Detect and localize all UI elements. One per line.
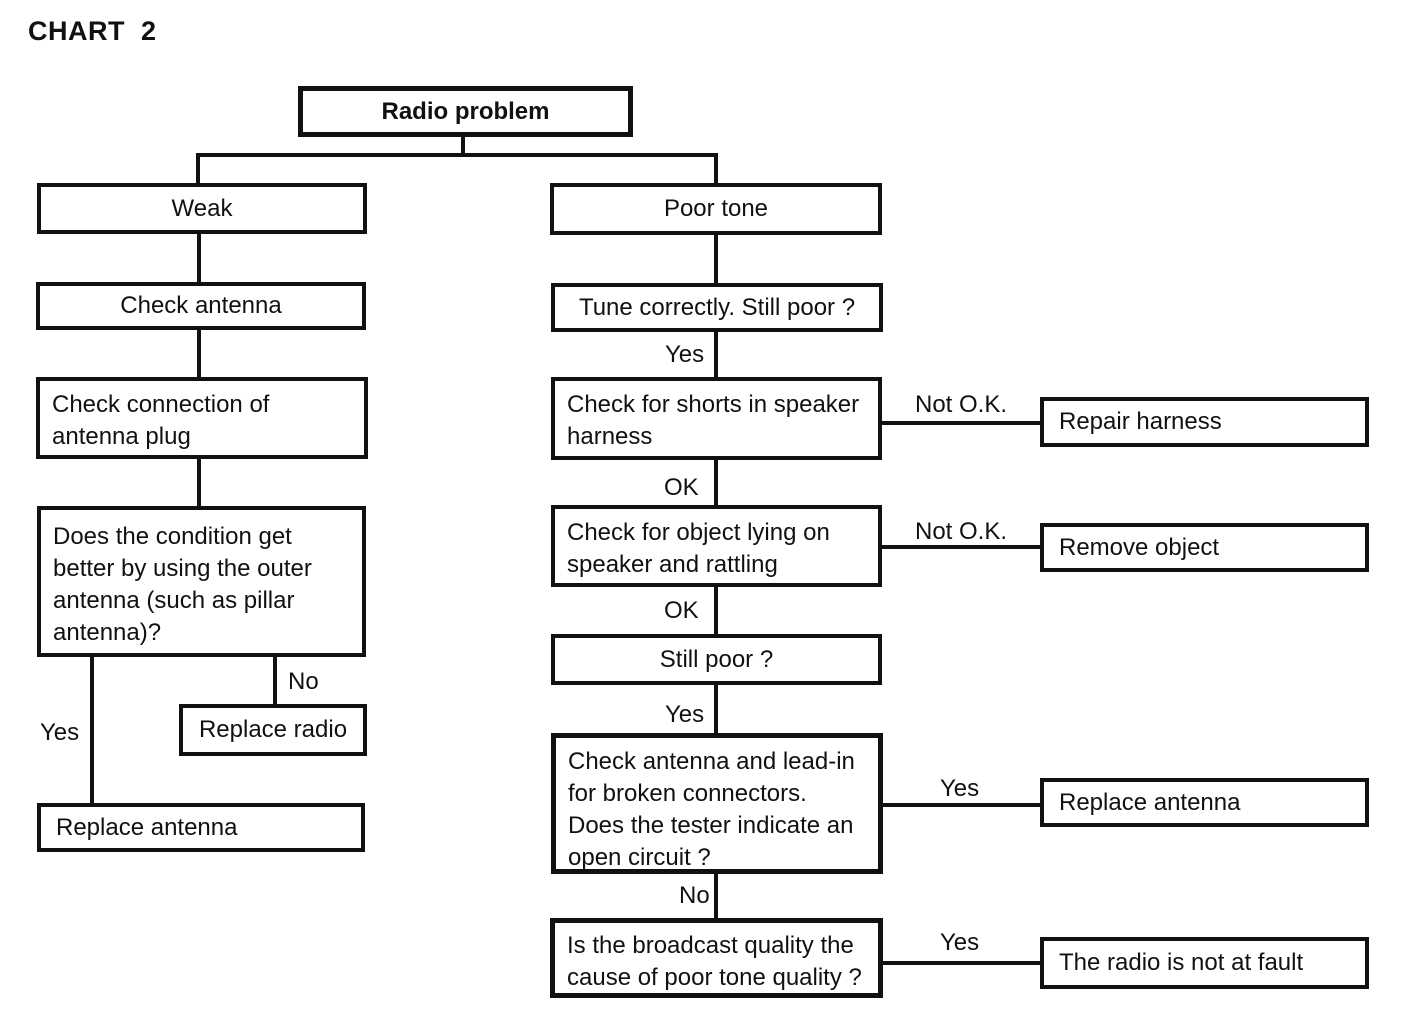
edge-label-lead-in-yes: Yes <box>940 775 980 802</box>
node-check-shorts: Check for shorts in speaker harness <box>551 377 882 460</box>
connector-object-ok <box>714 586 718 636</box>
node-remove-object: Remove object <box>1040 523 1369 572</box>
node-outer-antenna-question: Does the condition get better by using t… <box>37 506 366 657</box>
connector-question-yes <box>90 655 94 805</box>
node-replace-radio: Replace radio <box>179 704 367 756</box>
node-check-antenna: Check antenna <box>36 282 366 330</box>
connector-object-not-ok <box>881 545 1040 549</box>
connector-check-antenna-to-connection <box>197 329 201 379</box>
connector-poor-tone-to-tune <box>714 234 718 285</box>
node-radio-problem: Radio problem <box>298 86 633 137</box>
edge-label-object-ok: OK <box>664 597 699 624</box>
node-check-lead-in: Check antenna and lead-in for broken con… <box>551 733 883 874</box>
edge-label-still-poor-yes: Yes <box>665 701 705 728</box>
edge-label-tune-yes: Yes <box>665 341 705 368</box>
edge-label-shorts-not-ok: Not O.K. <box>915 391 1008 418</box>
node-tune-correctly: Tune correctly. Still poor ? <box>551 283 883 332</box>
connector-weak-to-check-antenna <box>197 233 201 284</box>
node-broadcast-quality: Is the broadcast quality the cause of po… <box>550 918 883 998</box>
chart-title: CHART 2 <box>28 16 157 46</box>
connector-tune-yes <box>714 331 718 379</box>
connector-branch-horizontal <box>196 153 718 157</box>
connector-broadcast-yes <box>882 961 1040 965</box>
node-repair-harness: Repair harness <box>1040 397 1369 447</box>
connector-connection-to-question <box>197 458 201 508</box>
connector-branch-to-weak <box>196 153 200 185</box>
node-weak: Weak <box>37 183 367 234</box>
edge-label-broadcast-yes: Yes <box>940 929 980 956</box>
connector-question-no <box>273 655 277 706</box>
node-replace-antenna-right: Replace antenna <box>1040 778 1369 827</box>
connector-shorts-ok <box>714 459 718 507</box>
node-poor-tone: Poor tone <box>550 183 882 235</box>
edge-label-shorts-ok: OK <box>664 474 699 501</box>
edge-label-object-not-ok: Not O.K. <box>915 518 1008 545</box>
node-check-connection: Check connection of antenna plug <box>36 377 368 459</box>
connector-branch-to-poor-tone <box>714 153 718 185</box>
node-replace-antenna-left: Replace antenna <box>37 803 365 852</box>
connector-lead-in-yes <box>883 803 1040 807</box>
node-check-object: Check for object lying on speaker and ra… <box>551 505 882 587</box>
connector-still-poor-yes <box>714 684 718 735</box>
edge-label-lead-in-no: No <box>679 882 710 909</box>
connector-lead-in-no <box>714 872 718 920</box>
edge-label-weak-yes: Yes <box>40 719 80 746</box>
connector-radio-to-branch <box>461 137 465 157</box>
node-radio-not-at-fault: The radio is not at fault <box>1040 937 1369 989</box>
connector-shorts-not-ok <box>881 421 1040 425</box>
edge-label-weak-no: No <box>288 668 319 695</box>
node-still-poor: Still poor ? <box>551 634 882 685</box>
